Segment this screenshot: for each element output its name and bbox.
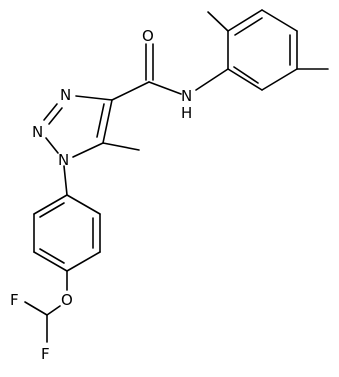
- dimethylphenyl-ring: [207, 9, 329, 91]
- fluorine-upper-label: F: [10, 291, 19, 309]
- bond-n1-phenyl: [63, 165, 68, 196]
- nitrogen-triazole-bottom-label: N: [58, 151, 69, 169]
- ring-b-inner-2: [39, 248, 65, 264]
- ring-a-bond-5: [261, 68, 298, 91]
- amide-group: [111, 43, 229, 101]
- triazole-ring: [43, 95, 140, 158]
- phenylene-ring: [33, 194, 101, 272]
- triazole-n1-c5: [72, 142, 104, 158]
- oxygen-carbonyl-label: O: [142, 27, 154, 45]
- ring-b-bond-6: [33, 194, 68, 215]
- nitrogen-triazole-top-label: N: [60, 86, 71, 104]
- ring-b-inner-3: [39, 202, 65, 218]
- methyl-ortho: [207, 11, 229, 32]
- methyl-c5: [102, 142, 140, 151]
- bond-carbonyl-c-n: [148, 81, 182, 95]
- ring-b-bond-3: [66, 251, 101, 272]
- ring-a-inner-1: [234, 17, 263, 36]
- nitrogen-amide-label: N: [181, 87, 192, 105]
- triazole-c5-c4: [102, 99, 113, 144]
- nitrogen-triazole-mid-label: N: [32, 123, 43, 141]
- ring-b-bond-1: [66, 194, 101, 215]
- triazole-n-n-top-2: [48, 107, 63, 125]
- ring-a-bond-6: [227, 68, 263, 91]
- bond-c-f-upper: [24, 301, 48, 316]
- bond-o-chf2: [46, 305, 61, 316]
- triazole-c5-c4-inner: [96, 103, 105, 138]
- ring-b-bond-4: [33, 251, 68, 272]
- triazole-c4-n3: [75, 95, 113, 101]
- bond-n-aryl: [195, 68, 229, 91]
- ring-a-bond-3: [261, 9, 298, 32]
- ring-a-bond-2: [227, 9, 263, 32]
- ring-a-inner-3: [233, 66, 259, 84]
- triazole-n-n-top-1: [43, 103, 58, 121]
- oxygen-ether-label: O: [61, 291, 73, 309]
- fluorine-lower-label: F: [41, 345, 50, 363]
- triazole-n-n-bottom: [45, 137, 59, 154]
- difluoromethoxy-group: [24, 270, 68, 343]
- hydrogen-amide-label: H: [181, 104, 192, 122]
- bond-carbonyl-c-triazole-c4: [111, 81, 150, 101]
